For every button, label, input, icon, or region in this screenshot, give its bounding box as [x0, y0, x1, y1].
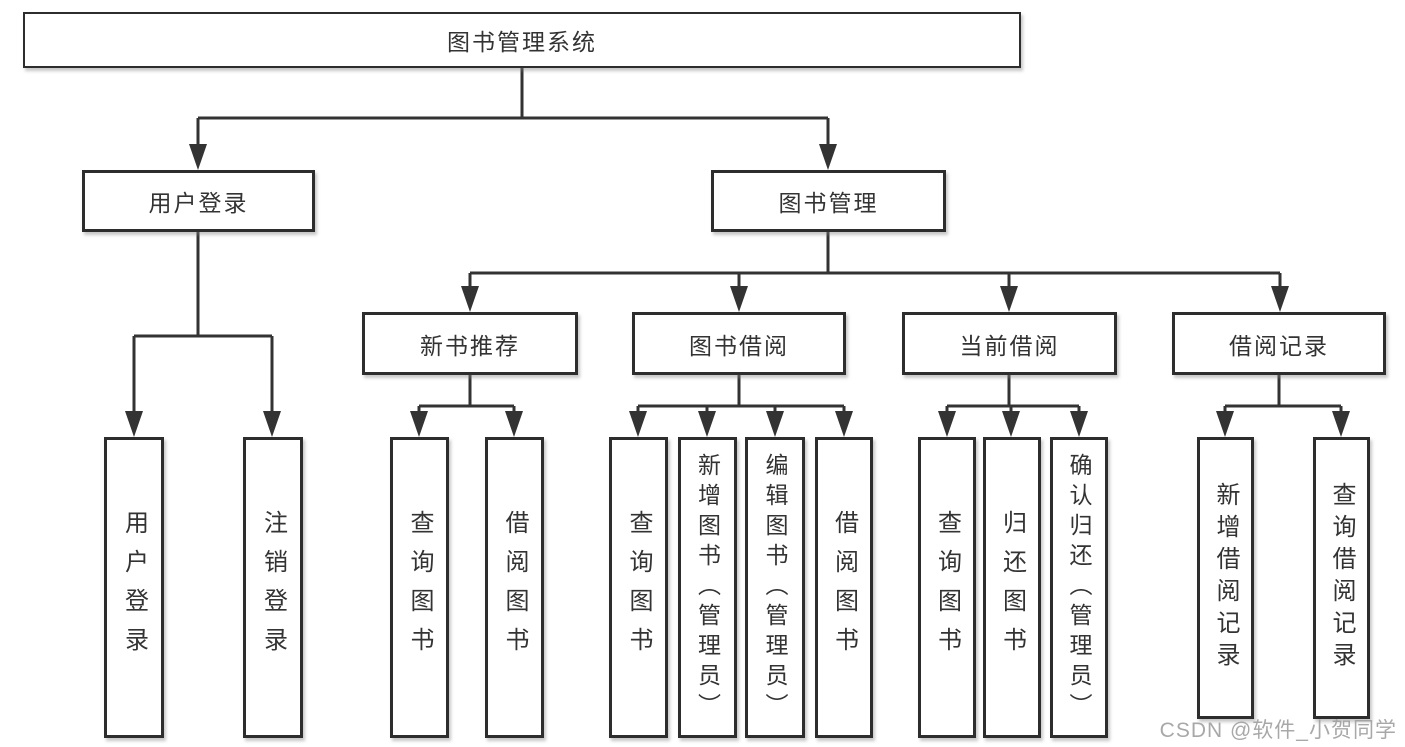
- node-book-borrowing: 图书借阅: [632, 312, 846, 375]
- arrowhead: [819, 144, 837, 170]
- connector-root-to-level2: [196, 68, 830, 160]
- leaf-add-borrow-record: 新增借阅记录: [1197, 437, 1254, 719]
- leaf-add-borrow-record-label: 新增借阅记录: [1212, 482, 1239, 674]
- arrowhead: [1000, 286, 1018, 312]
- arrowhead: [1070, 411, 1088, 437]
- arrowhead: [730, 286, 748, 312]
- connector-userlogin-to-leaves: [132, 232, 274, 430]
- connector-current-to-leaves: [945, 375, 1081, 430]
- leaf-borrow-books-borrowing-label: 借阅图书: [830, 509, 858, 666]
- connector-newbook-to-leaves: [417, 375, 516, 430]
- leaf-borrow-books-recommend-label: 借阅图书: [501, 509, 528, 666]
- node-borrowing-records: 借阅记录: [1172, 312, 1386, 375]
- arrowhead: [505, 411, 523, 437]
- connector-bookmgmt-to-level3: [468, 232, 1282, 304]
- leaf-query-books-borrowing: 查询图书: [609, 437, 668, 738]
- leaf-user-login: 用户登录: [104, 437, 164, 738]
- arrowhead: [629, 411, 647, 437]
- connector-borrowing-to-leaves: [636, 375, 846, 430]
- leaf-logout: 注销登录: [243, 437, 303, 738]
- leaf-logout-label: 注销登录: [259, 509, 287, 666]
- arrowhead: [1216, 411, 1234, 437]
- arrowhead: [461, 286, 479, 312]
- leaf-query-books-recommend: 查询图书: [390, 437, 449, 738]
- leaf-borrow-books-borrowing: 借阅图书: [815, 437, 873, 738]
- leaf-add-books-admin: 新增图书（管理员）: [678, 437, 737, 738]
- arrowhead: [1271, 286, 1289, 312]
- leaf-query-books-current-label: 查询图书: [933, 509, 961, 666]
- leaf-add-books-admin-label: 新增图书（管理员）: [694, 452, 721, 723]
- leaf-confirm-return-admin: 确认归还（管理员）: [1050, 437, 1108, 738]
- leaf-return-books: 归还图书: [983, 437, 1041, 738]
- arrowhead: [938, 411, 956, 437]
- leaf-return-books-label: 归还图书: [998, 509, 1026, 666]
- node-new-book-recommendation: 新书推荐: [362, 312, 578, 375]
- leaf-edit-books-admin: 编辑图书（管理员）: [745, 437, 805, 738]
- csdn-watermark: CSDN @软件_小贺同学: [1159, 719, 1397, 742]
- arrowhead: [1002, 411, 1020, 437]
- node-book-management: 图书管理: [711, 170, 946, 232]
- leaf-borrow-books-recommend: 借阅图书: [485, 437, 544, 738]
- arrowhead: [125, 411, 143, 437]
- connector-records-to-leaves: [1223, 375, 1343, 430]
- leaf-user-login-label: 用户登录: [120, 509, 148, 666]
- leaf-query-borrow-record-label: 查询借阅记录: [1328, 482, 1355, 674]
- arrowhead: [189, 144, 207, 170]
- leaf-query-books-borrowing-label: 查询图书: [625, 509, 652, 666]
- node-current-borrowing: 当前借阅: [902, 312, 1117, 375]
- leaf-query-borrow-record: 查询借阅记录: [1313, 437, 1370, 719]
- node-user-login: 用户登录: [82, 170, 315, 232]
- arrowhead: [766, 411, 784, 437]
- arrowhead: [410, 411, 428, 437]
- node-library-management-system: 图书管理系统: [23, 12, 1021, 68]
- arrowhead: [1332, 411, 1350, 437]
- arrowhead: [835, 411, 853, 437]
- arrowhead: [698, 411, 716, 437]
- leaf-confirm-return-admin-label: 确认归还（管理员）: [1066, 452, 1092, 723]
- leaf-query-books-recommend-label: 查询图书: [406, 509, 433, 666]
- leaf-edit-books-admin-label: 编辑图书（管理员）: [762, 452, 788, 723]
- leaf-query-books-current: 查询图书: [918, 437, 976, 738]
- arrowhead: [263, 411, 281, 437]
